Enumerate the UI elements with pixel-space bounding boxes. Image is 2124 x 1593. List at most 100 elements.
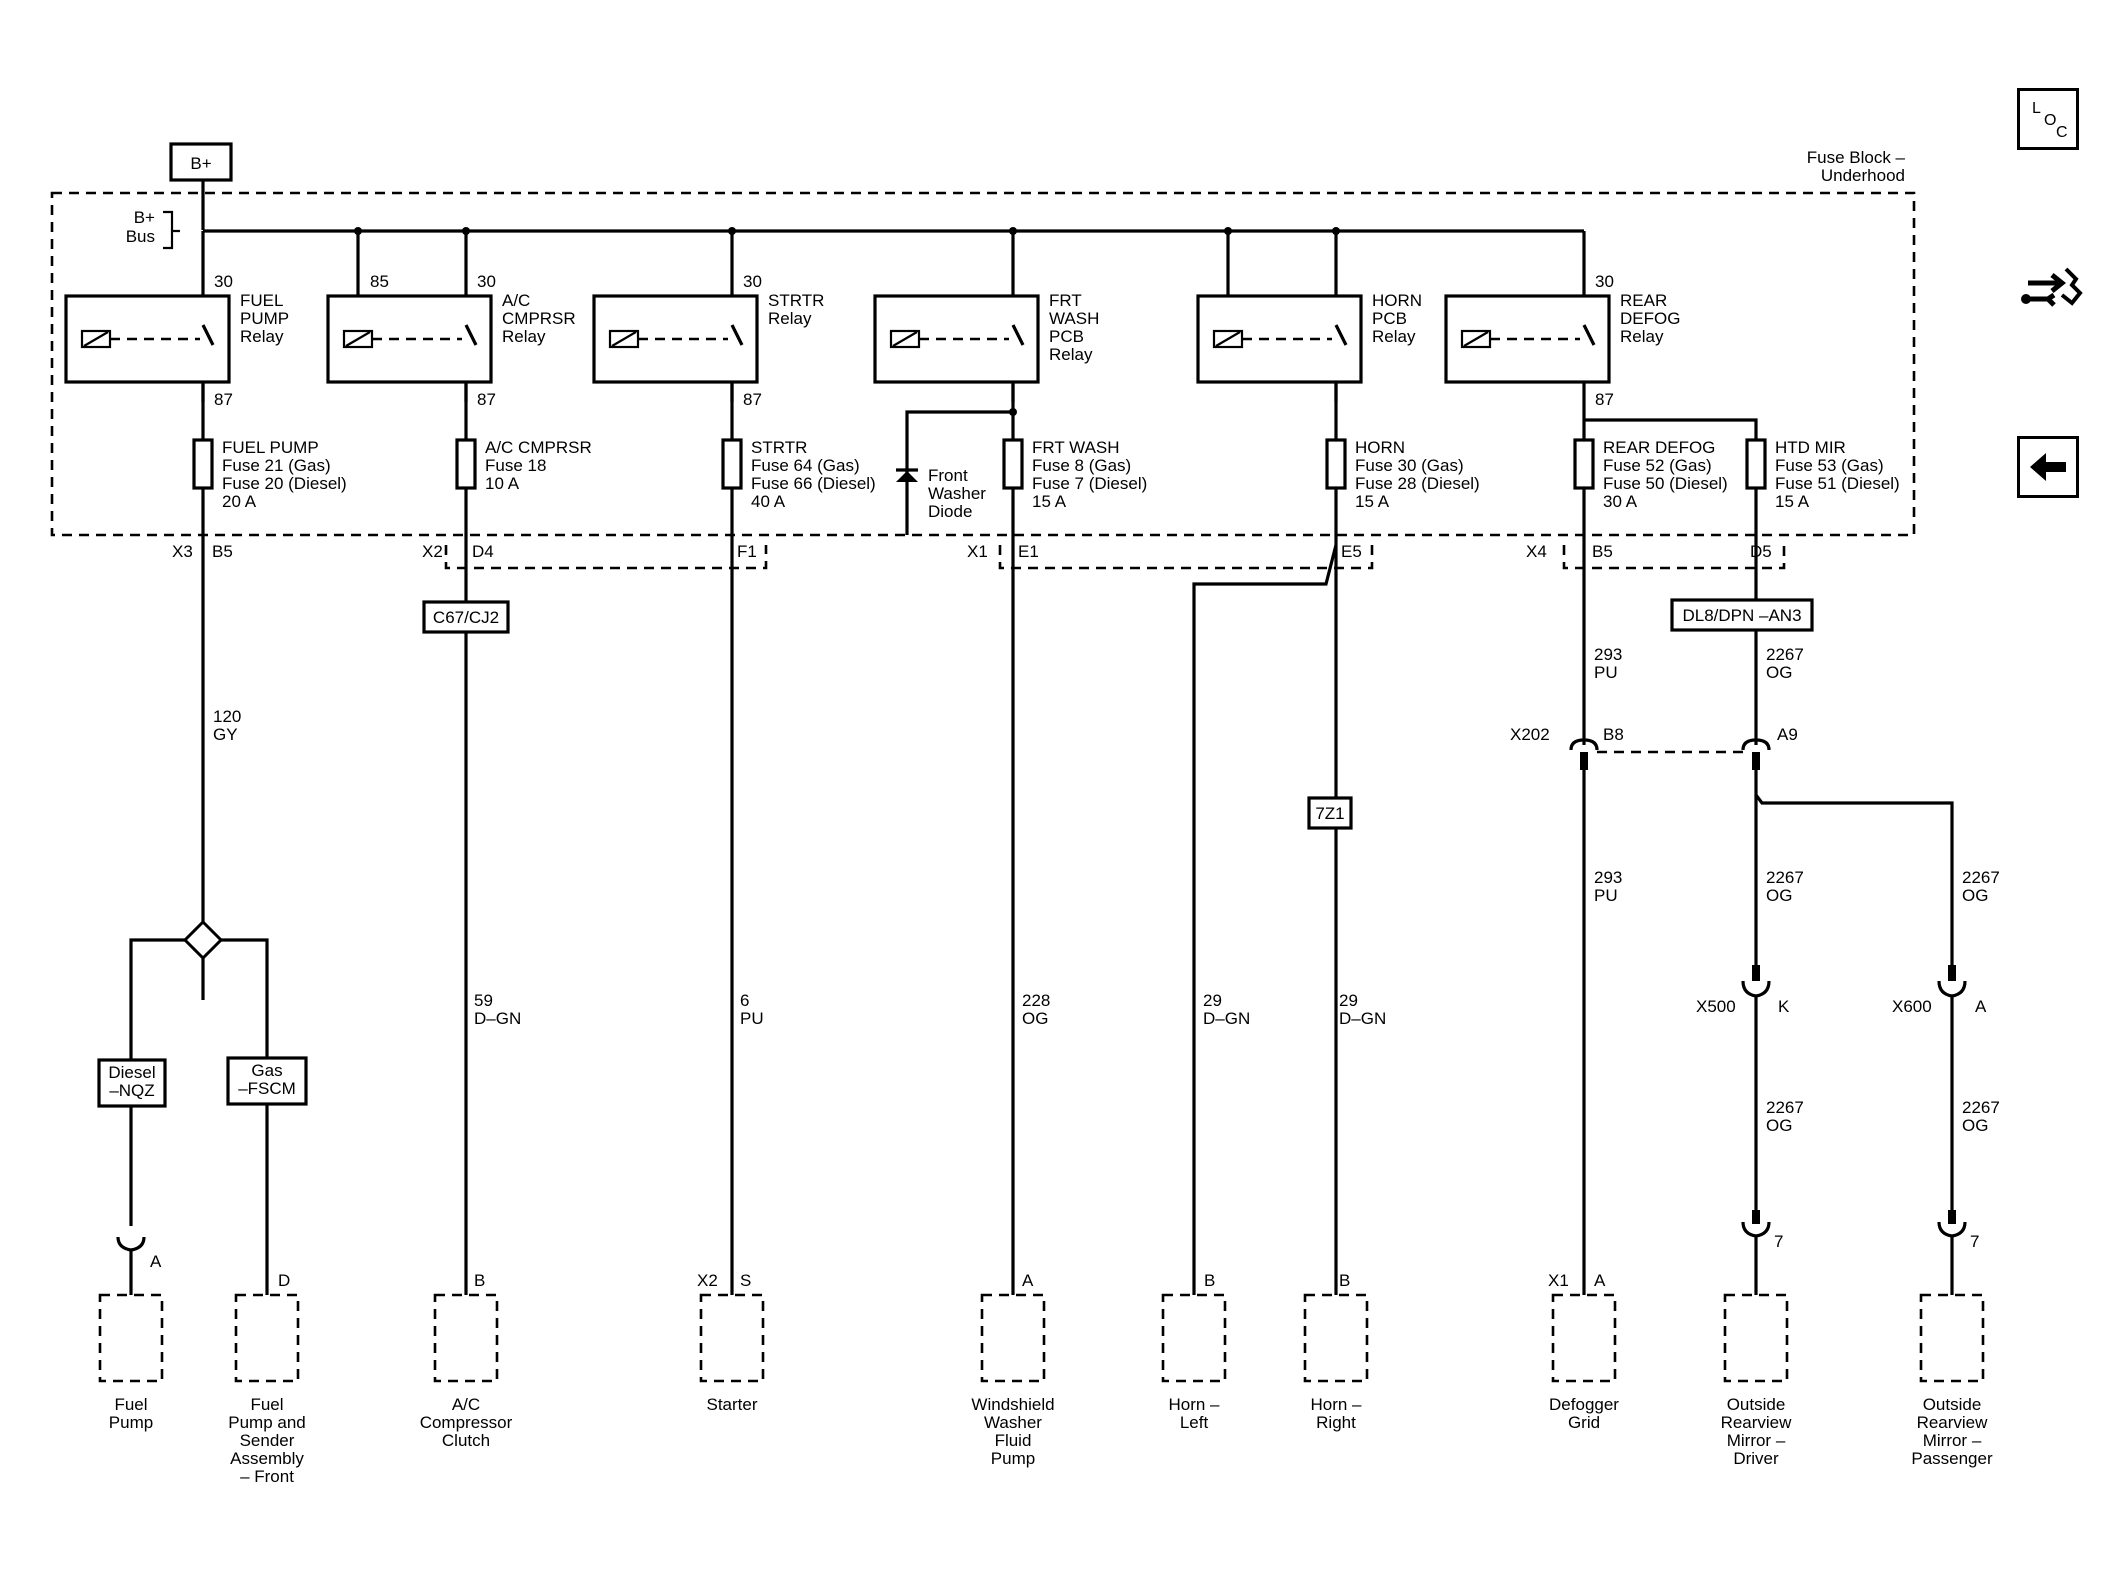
pin-icon [1948, 965, 1956, 981]
fuse-icon [192, 438, 214, 490]
component-label: Clutch [442, 1431, 490, 1450]
relay-terminal-85: 85 [370, 272, 389, 291]
relay-switch-icon [464, 324, 478, 346]
component-label: Outside [1727, 1395, 1786, 1414]
fuse-block-outline [50, 191, 1916, 537]
relay-name: Relay [240, 327, 284, 346]
fuse-detail: Fuse 50 (Diesel) [1603, 474, 1728, 493]
fuse-detail: Fuse 64 (Gas) [751, 456, 860, 475]
component-label: Left [1180, 1413, 1209, 1432]
relay-name: A/C [502, 291, 530, 310]
fuse-detail: Fuse 52 (Gas) [1603, 456, 1712, 475]
fuse-rating: 10 A [485, 474, 520, 493]
option-label: DL8/DPN –AN3 [1682, 606, 1801, 625]
connector-pin: D4 [472, 542, 494, 561]
relay-switch-icon [1582, 324, 1596, 346]
relay-name: Relay [768, 309, 812, 328]
relay-name: DEFOG [1620, 309, 1680, 328]
component-label: Starter [706, 1395, 757, 1414]
component-starter: Starter [699, 1293, 765, 1414]
back-button[interactable] [2017, 436, 2079, 498]
coil-stroke [1215, 331, 1241, 347]
wire-color: D–GN [1203, 1009, 1250, 1028]
fuse-icon [455, 438, 477, 490]
relay-name: CMPRSR [502, 309, 576, 328]
splice-diamond-icon [182, 919, 224, 961]
coil-stroke [892, 331, 918, 347]
ac-branch: C67/CJ2 59 D–GN B [422, 600, 521, 1290]
fuses: FUEL PUMP Fuse 21 (Gas) Fuse 20 (Diesel)… [192, 382, 1900, 1295]
location-button[interactable]: L O C [2017, 88, 2079, 150]
front-washer-diode: Front Washer Diode [896, 408, 1017, 535]
components: Fuel Pump Fuel Pump and Sender Assembly … [98, 1293, 1993, 1486]
relay-name: FUEL [240, 291, 283, 310]
fuel-gas-wire [221, 938, 269, 1060]
relay-name: PCB [1049, 327, 1084, 346]
fuse-detail: Fuse 28 (Diesel) [1355, 474, 1480, 493]
connector-pin: A9 [1777, 725, 1798, 744]
battery-positive-label: B+ [190, 154, 211, 173]
connector-x3: X3 [172, 542, 193, 561]
option-horn-box [1307, 796, 1353, 830]
fuse-name: REAR DEFOG [1603, 438, 1715, 457]
connector-socket-icon [1741, 1221, 1771, 1238]
relay-name: PUMP [240, 309, 289, 328]
option-label: 7Z1 [1315, 804, 1344, 823]
connector-pin: A [1594, 1271, 1606, 1290]
wire-color: OG [1766, 1116, 1792, 1135]
pin-icon [1752, 965, 1760, 981]
wire-color: GY [213, 725, 238, 744]
component-box [1919, 1293, 1985, 1383]
wire-color: D–GN [474, 1009, 521, 1028]
component-label: Right [1316, 1413, 1356, 1432]
power-source: B+ B+ Bus [126, 142, 1584, 250]
relay-switch-icon [1334, 324, 1348, 346]
bus-label-line1: B+ [134, 208, 155, 227]
relay-name: STRTR [768, 291, 824, 310]
component-mirror-driver: Outside Rearview Mirror – Driver [1721, 1293, 1792, 1468]
connector-x500: X500 [1696, 997, 1736, 1016]
wire-number: 293 [1594, 868, 1622, 887]
component-ac-clutch: A/C Compressor Clutch [420, 1293, 513, 1450]
starter-branch: 6 PU X2 S [697, 991, 764, 1290]
coil-stroke [345, 331, 371, 347]
component-label: Sender [240, 1431, 295, 1450]
washer-branch: 228 OG A [1022, 991, 1050, 1290]
connector-pin: 7 [1970, 1232, 1979, 1251]
relay-switch-icon [201, 324, 215, 346]
connector-pin: S [740, 1271, 751, 1290]
fuse-name: FRT WASH [1032, 438, 1120, 457]
wire-number: 120 [213, 707, 241, 726]
fuse-detail: Fuse 7 (Diesel) [1032, 474, 1147, 493]
pin-icon [1948, 1210, 1956, 1224]
option-mirror-box [1670, 598, 1814, 632]
coil-stroke [611, 331, 637, 347]
fuse-horn: HORN Fuse 30 (Gas) Fuse 28 (Diesel) 15 A [1325, 382, 1480, 1295]
component-defogger-grid: Defogger Grid [1549, 1293, 1619, 1432]
component-label: Compressor [420, 1413, 513, 1432]
relay-terminal-30: 30 [477, 272, 496, 291]
connector-pin: B5 [212, 542, 233, 561]
connector-tool-button[interactable] [2014, 255, 2086, 327]
component-label: Fluid [995, 1431, 1032, 1450]
fuse-fuel-pump: FUEL PUMP Fuse 21 (Gas) Fuse 20 (Diesel)… [192, 382, 347, 1000]
component-label: Outside [1923, 1395, 1982, 1414]
connector-pin: D [278, 1271, 290, 1290]
wire-color: D–GN [1339, 1009, 1386, 1028]
component-label: Driver [1733, 1449, 1779, 1468]
connector-pin: B [1339, 1271, 1350, 1290]
fuse-detail: Fuse 30 (Gas) [1355, 456, 1464, 475]
relay-terminal-87: 87 [1595, 390, 1614, 409]
fuse-detail: Fuse 66 (Diesel) [751, 474, 876, 493]
option-gas-box [226, 1056, 308, 1106]
wire-number: 2267 [1962, 1098, 2000, 1117]
fuse-rating: 15 A [1775, 492, 1810, 511]
fuse-rear-defog: REAR DEFOG Fuse 52 (Gas) Fuse 50 (Diesel… [1573, 418, 1758, 745]
fuse-heated-mirror: HTD MIR Fuse 53 (Gas) Fuse 51 (Diesel) 1… [1745, 438, 1900, 745]
component-label: Rearview [1917, 1413, 1989, 1432]
option-label: C67/CJ2 [433, 608, 499, 627]
component-washer-pump: Windshield Washer Fluid Pump [971, 1293, 1055, 1468]
connector-socket-icon [1937, 1221, 1967, 1238]
connector-x500-icon [1741, 980, 1771, 998]
